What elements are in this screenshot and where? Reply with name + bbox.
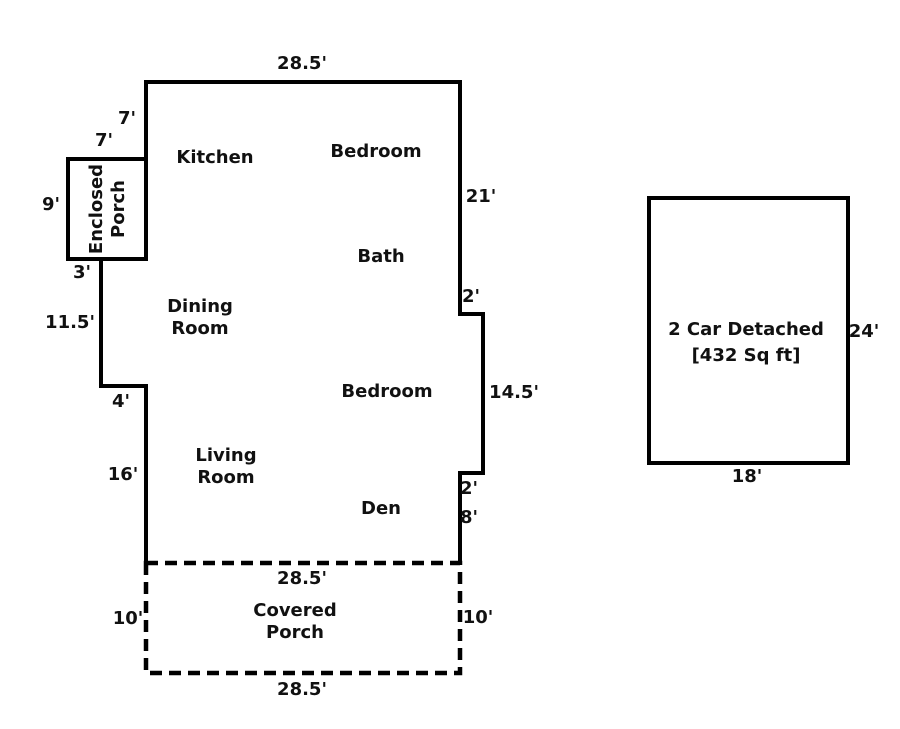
enclosed-porch-line2: Porch — [108, 180, 129, 238]
dim-enclosed-porch-left: 9' — [41, 194, 61, 215]
covered-porch-outline — [143, 560, 463, 676]
dim-right-lower: 8' — [459, 507, 479, 528]
garage-name: 2 Car Detached — [668, 319, 824, 340]
dim-garage-width: 18' — [731, 466, 763, 487]
dim-covered-porch-right: 10' — [462, 607, 494, 628]
dim-right-step-lower: 2' — [459, 478, 479, 499]
room-bedroom-top: Bedroom — [330, 141, 422, 162]
enclosed-porch-line1: Enclosed — [86, 163, 107, 255]
garage-area: [432 Sq ft] — [691, 345, 801, 366]
house-outline — [99, 80, 485, 563]
room-den: Den — [361, 498, 401, 519]
room-dining-line2: Room — [171, 318, 229, 339]
room-kitchen: Kitchen — [176, 147, 254, 168]
covered-porch-label: Covered Porch — [253, 600, 337, 644]
covered-porch-line2: Porch — [266, 622, 324, 643]
room-living: Living Room — [195, 445, 256, 489]
room-dining-line1: Dining — [167, 296, 233, 317]
dim-covered-porch-left: 10' — [112, 608, 144, 629]
garage-outline — [647, 196, 850, 465]
dim-left-step: 4' — [111, 391, 131, 412]
dim-left-upper-wall: 7' — [117, 108, 137, 129]
dim-top-width: 28.5' — [277, 53, 327, 74]
dim-right-mid: 14.5' — [489, 382, 539, 403]
enclosed-porch-outline — [66, 157, 148, 261]
dim-right-step-upper: 2' — [461, 286, 481, 307]
enclosed-porch-label: Enclosed Porch — [86, 164, 130, 254]
room-bedroom-mid: Bedroom — [341, 381, 433, 402]
dim-left-mid: 11.5' — [45, 312, 95, 333]
dim-enclosed-porch-top: 7' — [94, 130, 114, 151]
room-dining: Dining Room — [167, 296, 233, 340]
dim-left-lower: 16' — [107, 464, 139, 485]
covered-porch-line1: Covered — [253, 600, 337, 621]
room-living-line2: Room — [197, 467, 255, 488]
dim-covered-porch-bottom: 28.5' — [277, 679, 327, 700]
room-living-line1: Living — [195, 445, 257, 466]
dim-garage-height: 24' — [848, 321, 880, 342]
dim-right-upper: 21' — [465, 186, 497, 207]
room-bath: Bath — [357, 246, 405, 267]
dim-enclosed-porch-bottom: 3' — [72, 262, 92, 283]
dim-covered-porch-top: 28.5' — [277, 568, 327, 589]
